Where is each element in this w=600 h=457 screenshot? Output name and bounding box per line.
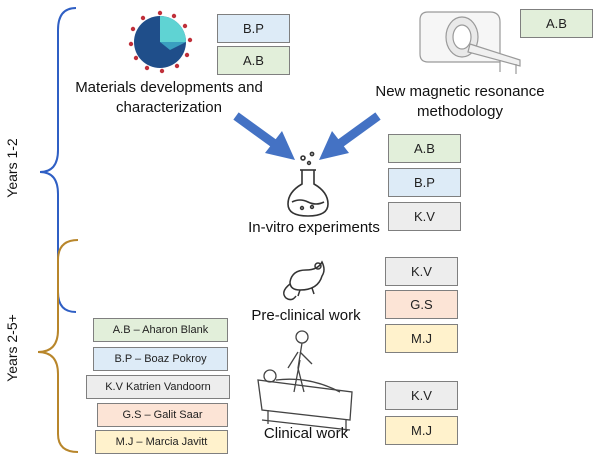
years-2-5-bracket [37, 239, 79, 453]
invitro-tag-bp: B.P [388, 168, 461, 197]
preclinical-tag-gs: G.S [385, 290, 458, 319]
mri-scanner-icon [419, 11, 521, 74]
preclinical-tag-mj: M.J [385, 324, 458, 353]
legend-item-gs: G.S – Galit Saar [97, 403, 228, 427]
arrow-materials-to-invitro [233, 112, 295, 160]
materials-label-line2: characterization [116, 99, 222, 116]
flask-icon [287, 151, 329, 217]
legend-item-ab: A.B – Aharon Blank [93, 318, 228, 342]
invitro-stage-label: In-vitro experiments [248, 219, 380, 236]
years-1-2-bracket [39, 7, 77, 313]
clinical-stage-label: Clinical work [263, 425, 349, 442]
clinical-tag-kv: K.V [385, 381, 458, 410]
nanoparticle-sphere-icon [128, 10, 193, 74]
materials-stage-label: Materials developments and characterizat… [66, 78, 272, 118]
patient-bed-icon [257, 330, 353, 432]
invitro-tag-ab: A.B [388, 134, 461, 163]
clinical-tag-mj: M.J [385, 416, 458, 445]
mr-label-line1: New magnetic resonance [375, 83, 545, 100]
legend-item-bp: B.P – Boaz Pokroy [93, 347, 228, 371]
years-2-5-label: Years 2-5+ [4, 314, 20, 382]
invitro-tag-kv: K.V [388, 202, 461, 231]
materials-tag-bp: B.P [217, 14, 290, 43]
legend-item-kv: K.V Katrien Vandoorn [86, 375, 230, 399]
materials-label-line1: Materials developments and [75, 79, 263, 96]
arrow-mr-to-invitro [319, 112, 381, 160]
mr-stage-label: New magnetic resonance methodology [372, 82, 548, 122]
materials-tag-ab: A.B [217, 46, 290, 75]
preclinical-tag-kv: K.V [385, 257, 458, 286]
mr-label-line2: methodology [417, 103, 503, 120]
years-1-2-label: Years 1-2 [4, 138, 20, 198]
preclinical-stage-label: Pre-clinical work [251, 307, 361, 324]
mr-tag-ab: A.B [520, 9, 593, 38]
legend-item-mj: M.J – Marcia Javitt [95, 430, 228, 454]
mouse-icon [283, 260, 325, 301]
